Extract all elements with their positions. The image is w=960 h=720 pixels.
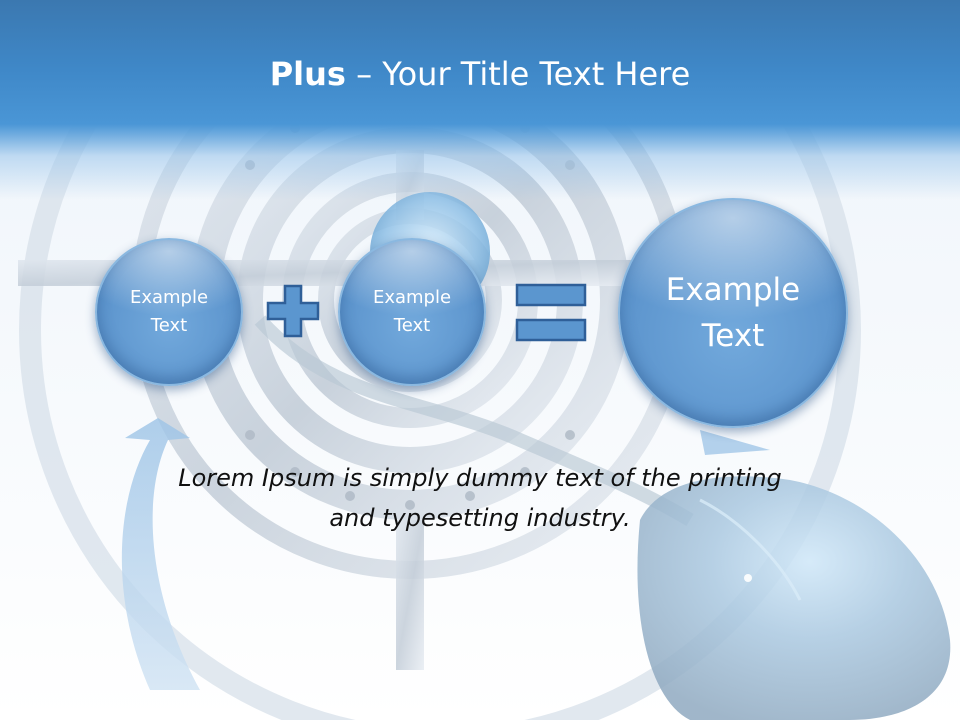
- title-rest: – Your Title Text Here: [345, 55, 691, 93]
- example-circle-result: Example Text: [618, 198, 848, 428]
- circle-3-label-line2: Text: [701, 318, 765, 354]
- equals-icon: [515, 283, 587, 342]
- example-circle-1: Example Text: [95, 238, 243, 386]
- body-text: Lorem Ipsum is simply dummy text of the …: [100, 458, 860, 538]
- circle-2-label-line1: Example: [372, 287, 452, 308]
- circle-3-label-line1: Example: [665, 272, 801, 308]
- circle-1-label-line1: Example: [129, 287, 209, 308]
- circle-3-label: Example Text: [666, 267, 801, 359]
- body-text-line1: Lorem Ipsum is simply dummy text of the …: [178, 464, 782, 492]
- title-band: [0, 0, 960, 200]
- example-circle-2: Example Text: [338, 238, 486, 386]
- title-bold-word: Plus: [269, 55, 346, 93]
- circle-2-label-line2: Text: [393, 315, 431, 336]
- circle-1-label-line2: Text: [150, 315, 188, 336]
- plus-icon: [266, 284, 320, 338]
- slide-title: Plus – Your Title Text Here: [0, 52, 960, 96]
- circle-1-label: Example Text: [130, 284, 208, 340]
- circle-2-label: Example Text: [373, 284, 451, 340]
- body-text-line2: and typesetting industry.: [329, 504, 631, 532]
